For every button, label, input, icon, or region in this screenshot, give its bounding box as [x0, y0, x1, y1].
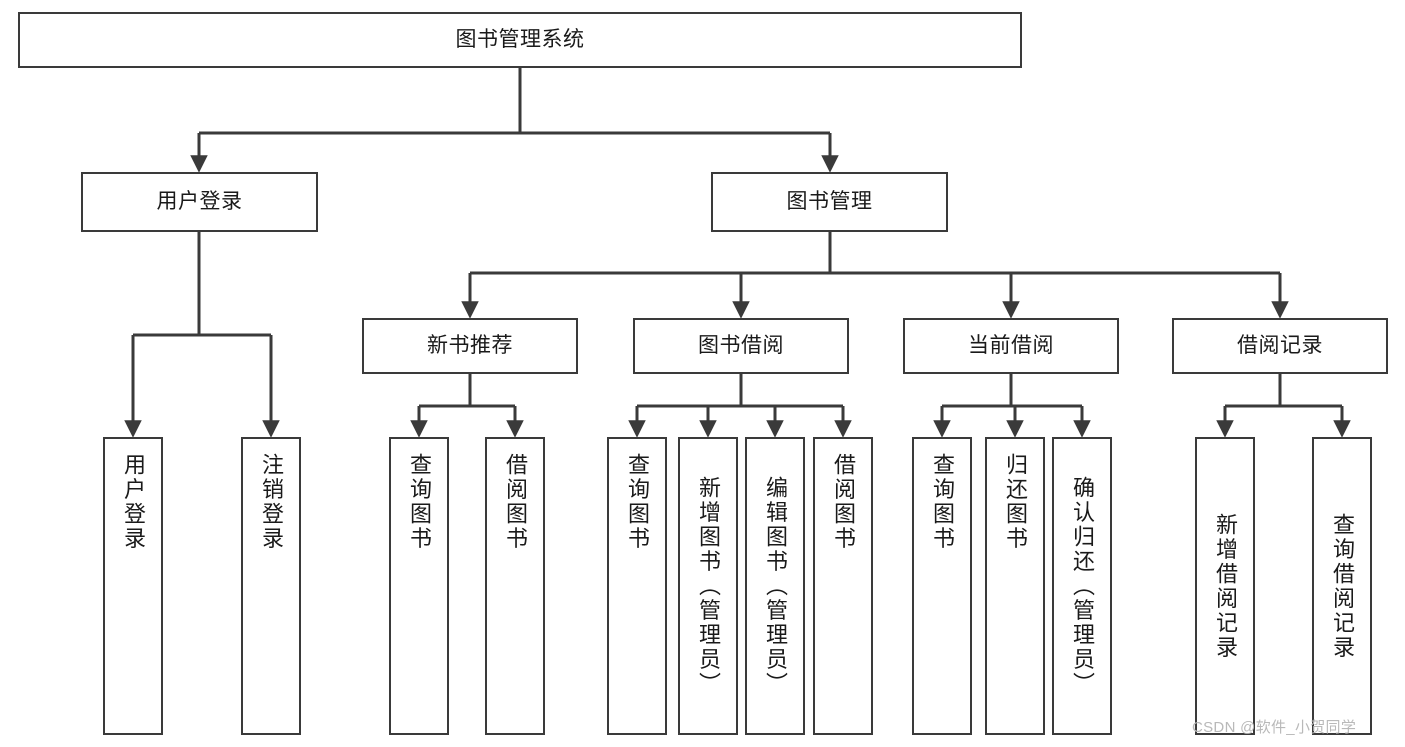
node-leaf-borrow-book-2-label: 借阅图书 [831, 453, 856, 551]
node-current-borrow[interactable]: 当前借阅 [903, 318, 1119, 374]
node-current-borrow-label: 当前借阅 [968, 334, 1054, 358]
node-leaf-confirm-return-admin-label: 确认归还（管理员） [1070, 475, 1095, 697]
node-user-login[interactable]: 用户登录 [81, 172, 318, 232]
node-book-borrow-label: 图书借阅 [698, 334, 784, 358]
node-leaf-user-login[interactable]: 用户登录 [103, 437, 163, 735]
node-leaf-query-borrow-record-label: 查询借阅记录 [1330, 512, 1355, 660]
node-leaf-query-book-3-label: 查询图书 [930, 453, 955, 551]
node-borrow-record-label: 借阅记录 [1237, 334, 1323, 358]
node-leaf-add-borrow-record[interactable]: 新增借阅记录 [1195, 437, 1255, 735]
node-borrow-record[interactable]: 借阅记录 [1172, 318, 1388, 374]
node-leaf-borrow-book-2[interactable]: 借阅图书 [813, 437, 873, 735]
node-leaf-query-book-1-label: 查询图书 [407, 453, 432, 551]
node-root[interactable]: 图书管理系统 [18, 12, 1022, 68]
node-new-book-recommend[interactable]: 新书推荐 [362, 318, 578, 374]
node-leaf-borrow-book-1-label: 借阅图书 [503, 453, 528, 551]
node-leaf-user-login-label: 用户登录 [121, 453, 146, 551]
node-book-borrow[interactable]: 图书借阅 [633, 318, 849, 374]
node-user-login-label: 用户登录 [156, 190, 243, 214]
node-leaf-confirm-return-admin[interactable]: 确认归还（管理员） [1052, 437, 1112, 735]
node-leaf-query-book-1[interactable]: 查询图书 [389, 437, 449, 735]
node-root-label: 图书管理系统 [455, 28, 585, 52]
node-book-manage-label: 图书管理 [786, 190, 873, 214]
node-leaf-user-logout[interactable]: 注销登录 [241, 437, 301, 735]
node-leaf-add-borrow-record-label: 新增借阅记录 [1213, 512, 1238, 660]
node-leaf-return-book-label: 归还图书 [1003, 453, 1028, 551]
node-leaf-borrow-book-1[interactable]: 借阅图书 [485, 437, 545, 735]
csdn-watermark: CSDN @软件_小贺同学 [1192, 719, 1357, 736]
node-leaf-user-logout-label: 注销登录 [259, 453, 284, 551]
node-leaf-query-book-2[interactable]: 查询图书 [607, 437, 667, 735]
node-leaf-return-book[interactable]: 归还图书 [985, 437, 1045, 735]
node-book-manage[interactable]: 图书管理 [711, 172, 948, 232]
node-leaf-add-book-admin[interactable]: 新增图书（管理员） [678, 437, 738, 735]
node-leaf-query-book-3[interactable]: 查询图书 [912, 437, 972, 735]
node-leaf-query-book-2-label: 查询图书 [625, 453, 650, 551]
node-leaf-query-borrow-record[interactable]: 查询借阅记录 [1312, 437, 1372, 735]
node-new-book-recommend-label: 新书推荐 [427, 334, 513, 358]
node-leaf-add-book-admin-label: 新增图书（管理员） [696, 475, 721, 697]
node-leaf-edit-book-admin-label: 编辑图书（管理员） [763, 475, 788, 697]
node-leaf-edit-book-admin[interactable]: 编辑图书（管理员） [745, 437, 805, 735]
